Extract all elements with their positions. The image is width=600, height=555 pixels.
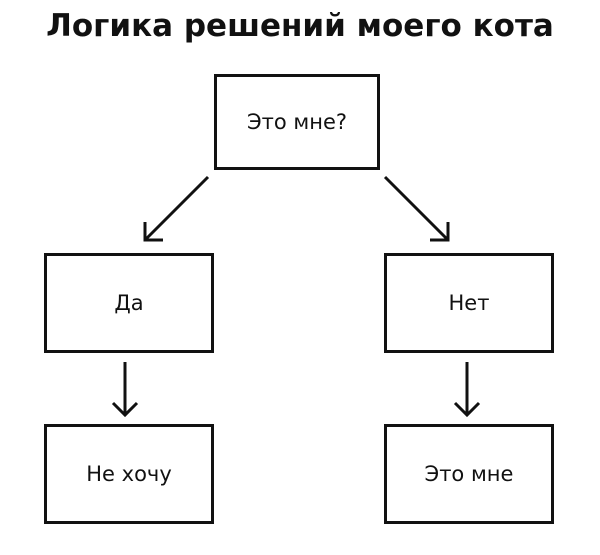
node-yes-result: Не хочу	[44, 424, 214, 524]
diagram-title: Логика решений моего кота	[46, 8, 554, 44]
arrow-yes-to-result	[111, 362, 139, 418]
arrow-root-to-yes	[143, 175, 210, 242]
node-yes-label: Да	[114, 291, 144, 315]
arrow-root-to-no	[383, 175, 450, 242]
arrow-no-to-result	[453, 362, 481, 418]
node-yes: Да	[44, 253, 214, 353]
node-no: Нет	[384, 253, 554, 353]
node-no-label: Нет	[448, 291, 490, 315]
node-no-result-label: Это мне	[424, 462, 514, 486]
node-root: Это мне?	[214, 74, 380, 170]
node-no-result: Это мне	[384, 424, 554, 524]
node-root-label: Это мне?	[246, 110, 348, 134]
node-yes-result-label: Не хочу	[86, 462, 172, 486]
